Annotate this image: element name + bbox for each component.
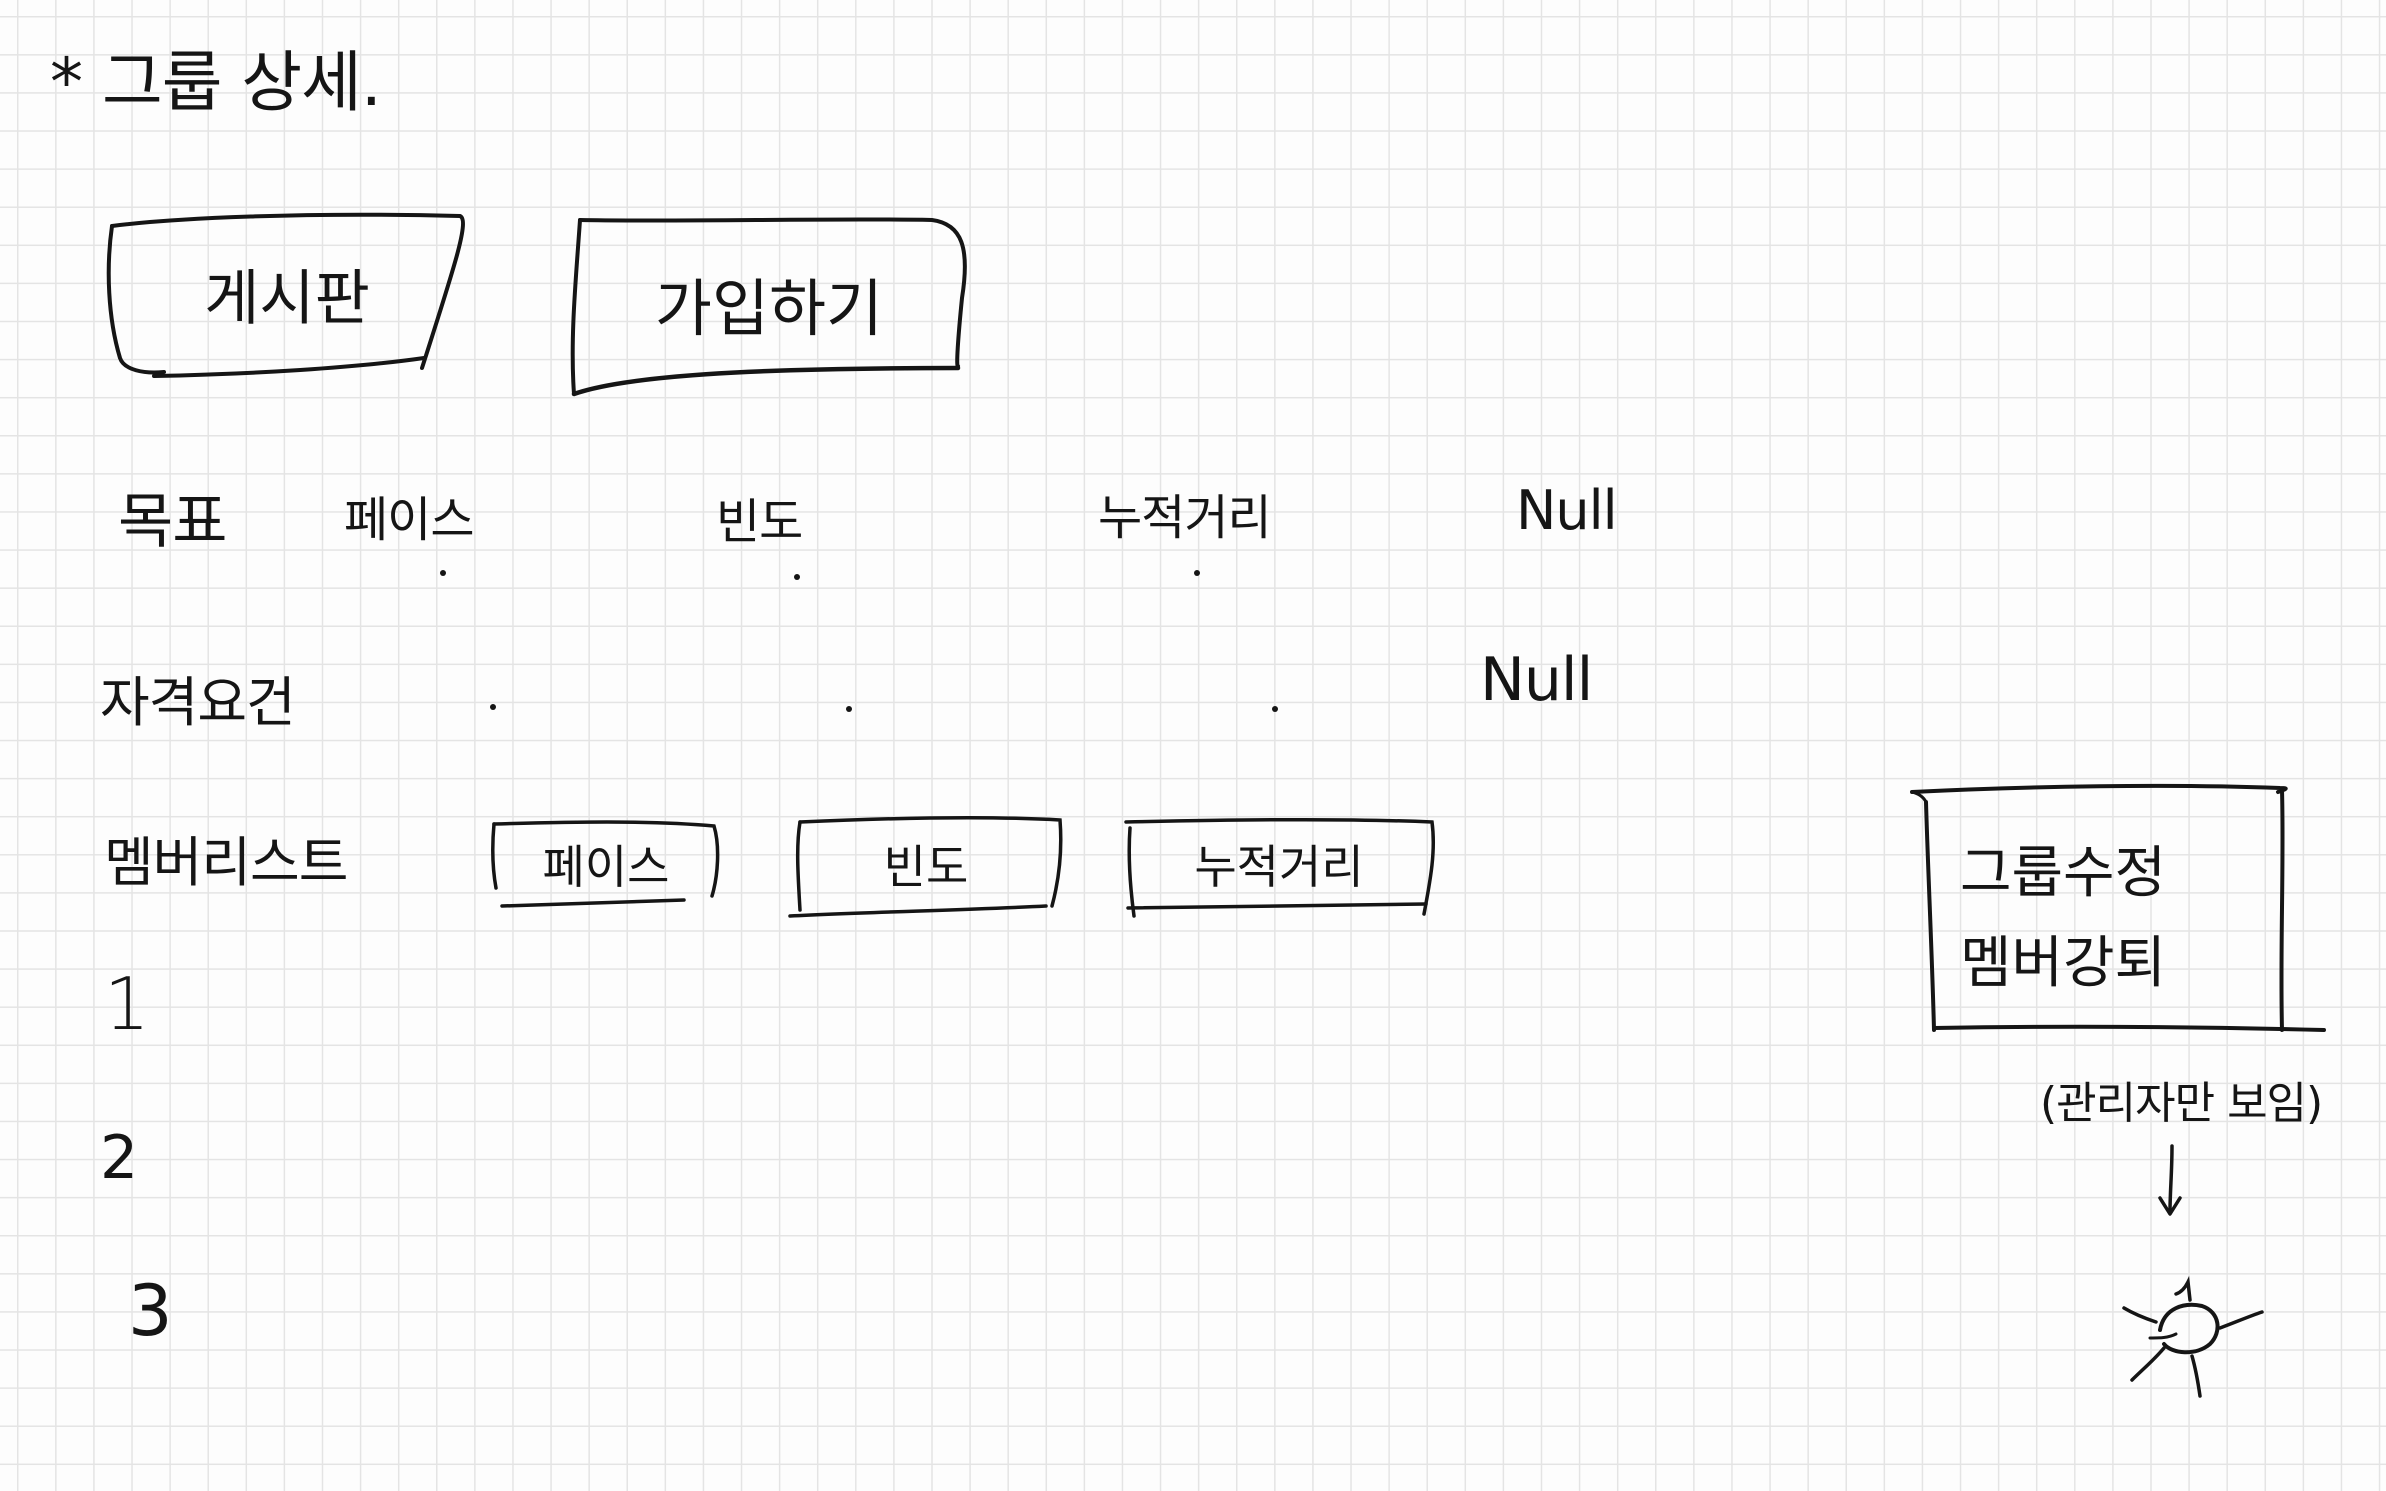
member-list-label: 멤버리스트 — [104, 831, 348, 894]
member-list-item: 3 — [128, 1270, 173, 1352]
member-sort-frequency-button[interactable]: 빈도 — [788, 816, 1063, 918]
goal-pace-value-dot — [440, 570, 446, 576]
member-sort-pace-button[interactable]: 페이스 — [488, 816, 724, 912]
board-button-label: 게시판 — [204, 263, 370, 334]
qualification-pace-dot — [490, 704, 496, 710]
kick-member-link[interactable]: 멤버강퇴 — [1960, 931, 2167, 996]
join-button-label: 가입하기 — [654, 272, 884, 345]
admin-only-note: (관리자만 보임) — [2040, 1078, 2323, 1129]
qualification-label: 자격요건 — [100, 671, 296, 734]
qualification-frequency-dot — [846, 706, 852, 712]
goal-distance-value-dot — [1194, 570, 1200, 576]
distance-button-label: 누적거리 — [1194, 840, 1364, 894]
sun-icon — [2122, 1275, 2264, 1398]
qualification-null: Null — [1480, 645, 1593, 715]
goal-null: Null — [1516, 479, 1618, 542]
goal-frequency: 빈도 — [716, 494, 803, 550]
pace-button-label: 페이스 — [542, 840, 670, 894]
admin-panel-outline — [1910, 783, 2326, 1032]
member-list-item: 1 — [104, 962, 150, 1046]
join-button-outline — [570, 217, 967, 397]
frequency-button-label: 빈도 — [883, 840, 969, 894]
pace-button-outline — [490, 820, 720, 908]
admin-panel: 그룹수정 멤버강퇴 — [1910, 782, 2326, 1036]
board-button-outline — [106, 212, 465, 378]
arrow-down-icon — [2158, 1144, 2182, 1216]
distance-button-outline — [1124, 817, 1436, 918]
board-button[interactable]: 게시판 — [104, 208, 470, 378]
goal-frequency-value-dot — [794, 574, 800, 580]
edit-group-link[interactable]: 그룹수정 — [1960, 841, 2167, 906]
frequency-button-outline — [788, 816, 1063, 918]
goal-label: 목표 — [118, 487, 227, 557]
member-list-item: 2 — [100, 1123, 138, 1193]
goal-cumulative-distance: 누적거리 — [1098, 490, 1272, 546]
join-button[interactable]: 가입하기 — [566, 208, 972, 398]
qualification-distance-dot — [1272, 706, 1278, 712]
goal-pace: 페이스 — [344, 492, 474, 548]
page-title: * 그룹 상세. — [50, 44, 382, 121]
member-sort-distance-button[interactable]: 누적거리 — [1120, 816, 1438, 918]
